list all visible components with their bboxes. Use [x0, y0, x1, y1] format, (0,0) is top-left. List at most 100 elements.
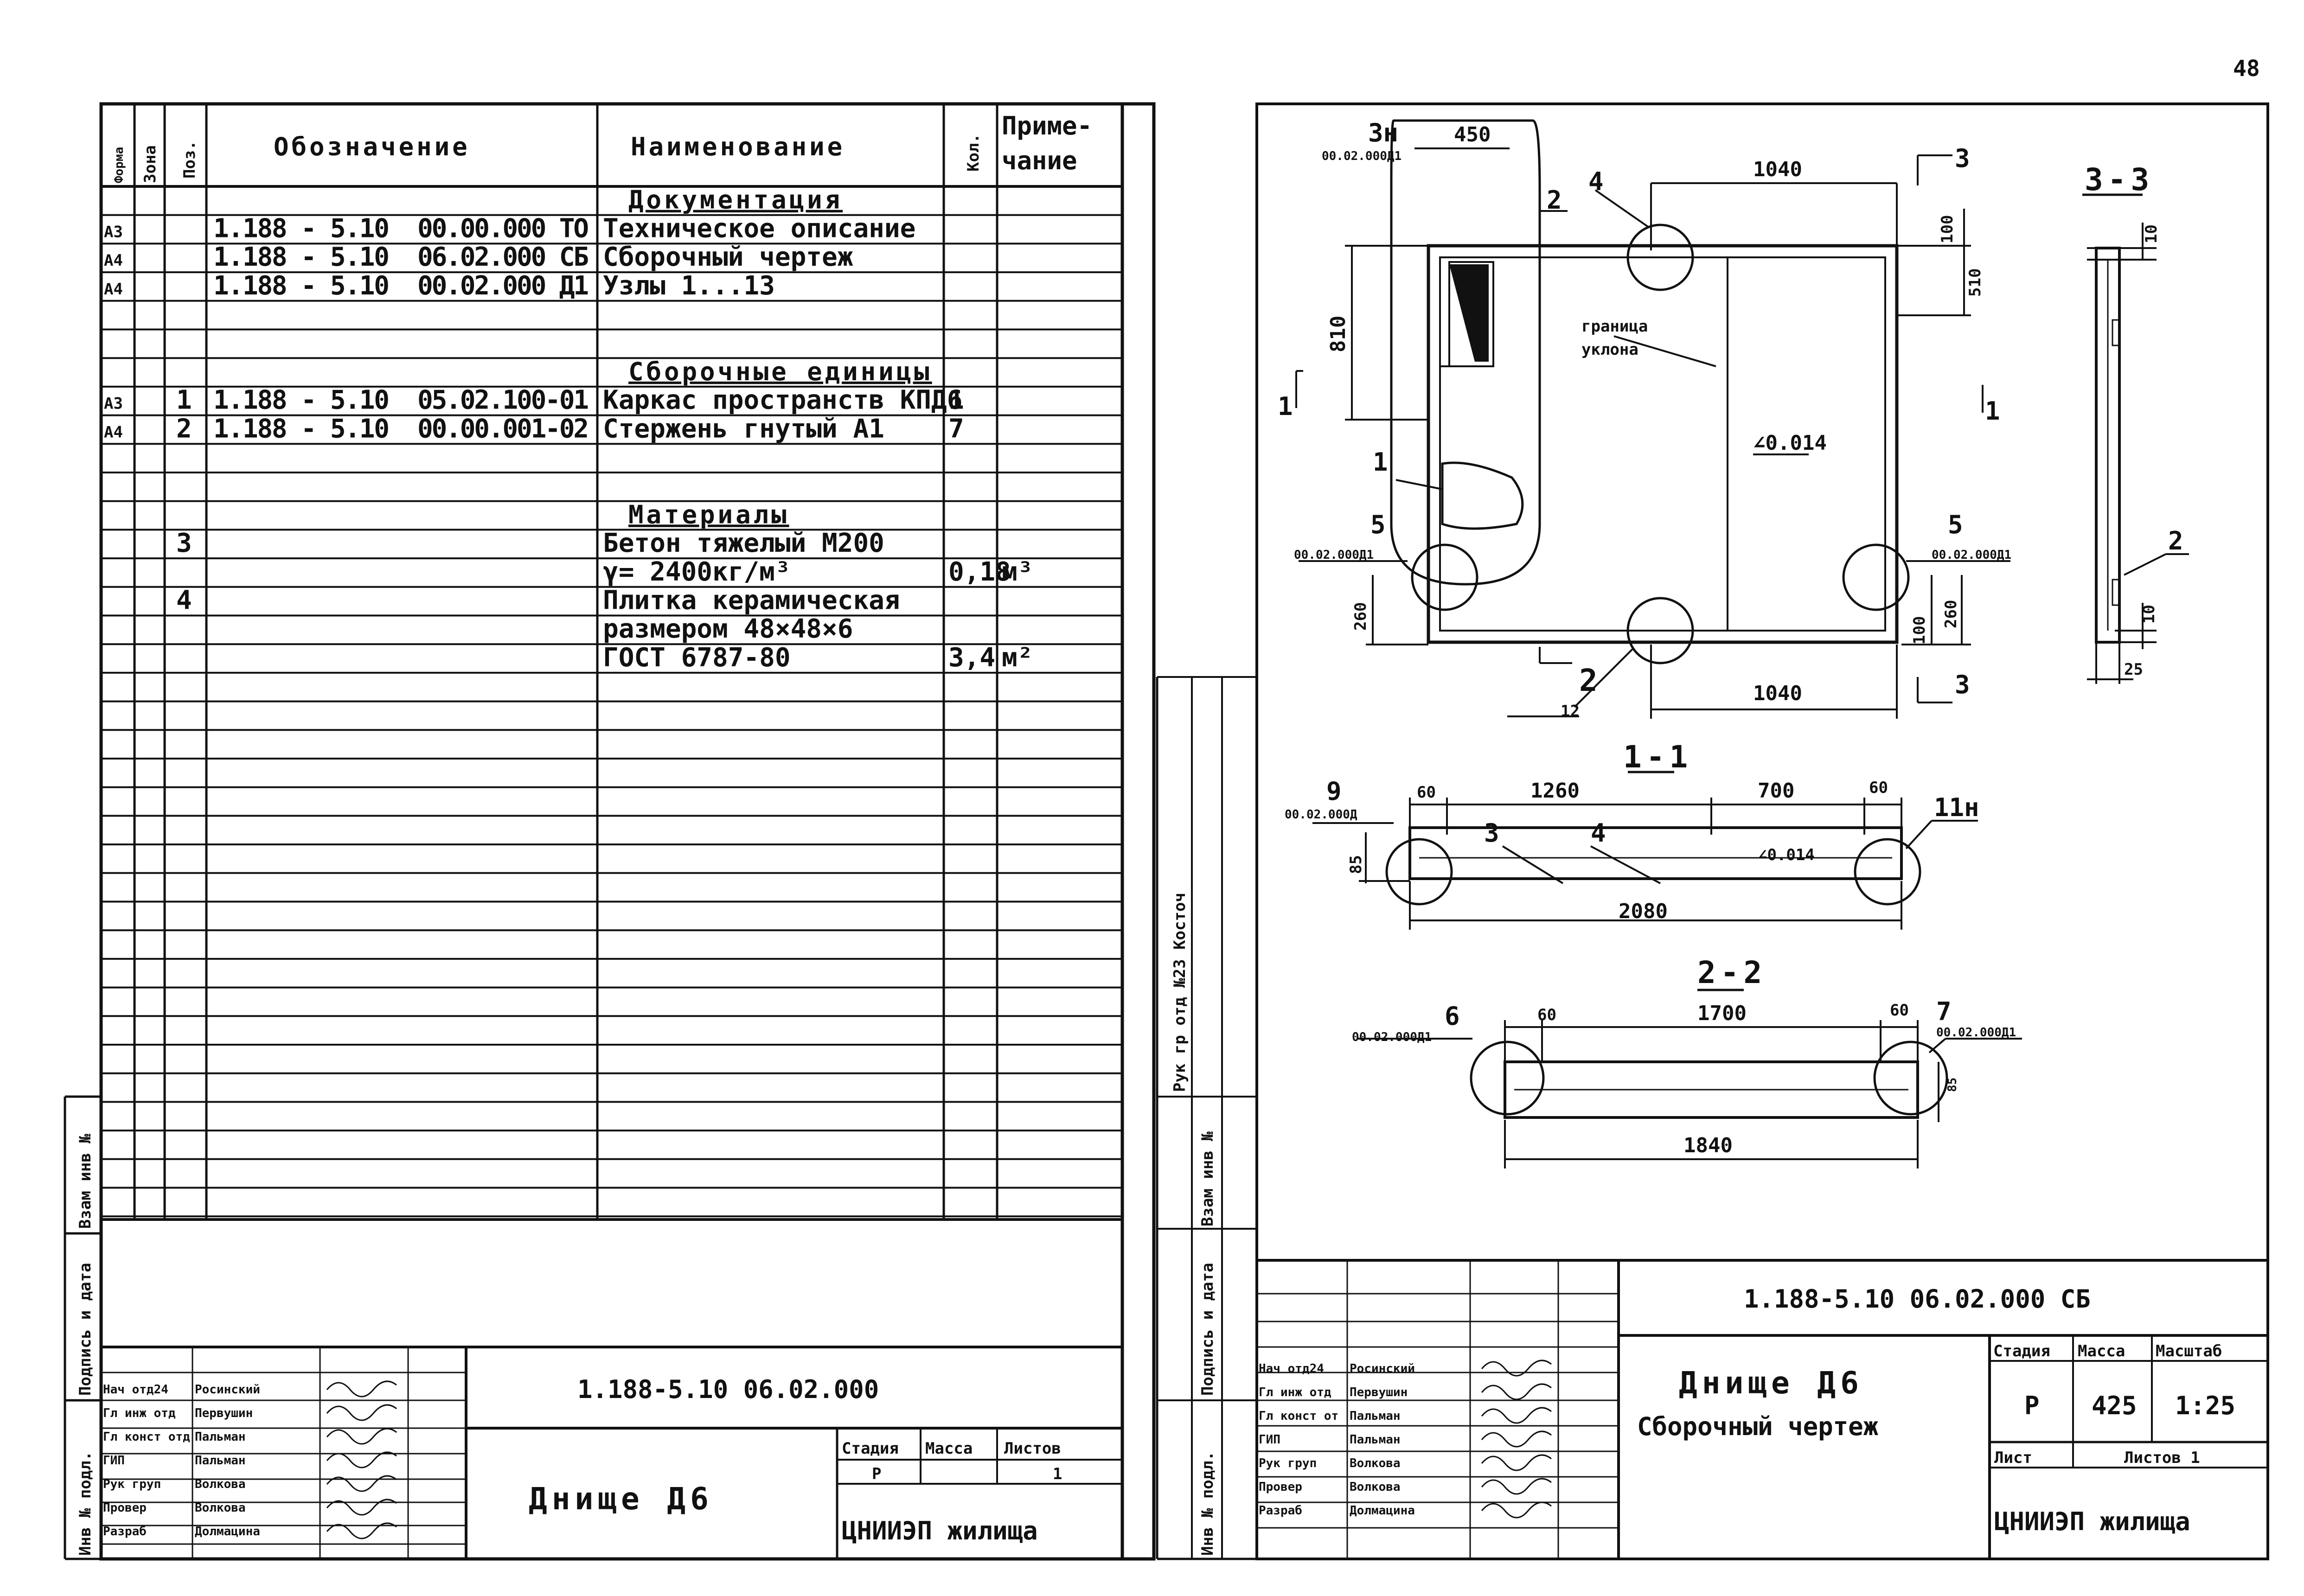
label-3h: 3н: [1368, 118, 1398, 147]
side-replace-inv-right: Взам инв №: [1198, 1131, 1217, 1226]
sec22-dim-85: 85: [1946, 1078, 1959, 1092]
side-ruk-label: Рук гр отд №23 Косточ: [1171, 893, 1189, 1092]
label-pos-4: 4: [1588, 167, 1604, 196]
sec11-slope: ∠0.014: [1758, 846, 1815, 864]
sec22-label-7: 7: [1936, 997, 1952, 1026]
spec-name-cell: Узлы 1...13: [603, 271, 775, 301]
spec-format-cell: А4: [104, 423, 123, 441]
label-pos-2-top: 2: [1547, 185, 1562, 215]
label-pos-5-left: 5: [1370, 510, 1386, 539]
dim-1040-bottom: 1040: [1753, 682, 1802, 705]
signature-scribble: [1481, 1478, 1552, 1495]
dim-450: 450: [1454, 123, 1491, 147]
spec-quantity-cell: 3,4: [948, 643, 995, 673]
signature-scribble: [326, 1428, 397, 1445]
spec-format-cell: А4: [104, 280, 123, 299]
spec-designation-code-cell: 00.00.001-02: [417, 414, 589, 444]
header-quantity: Кол.: [964, 134, 983, 172]
dim-510: 510: [1966, 268, 1984, 297]
spec-designation-cell: 1.188 - 5.10: [213, 271, 390, 301]
spec-quantity-cell: 7: [948, 414, 964, 444]
section-2-bottom: 2: [1579, 663, 1602, 698]
right-stamp-code: 1.188-5.10 06.02.000 СБ: [1744, 1284, 2091, 1314]
stamp-person-name: Пальман: [195, 1430, 246, 1444]
spec-note-cell: м²: [1002, 643, 1033, 673]
stamp-person-name: Долмацина: [195, 1525, 260, 1539]
spec-name-cell: Техническое описание: [603, 213, 915, 243]
sec11-label-11h: 11н: [1934, 793, 1979, 822]
spec-name-cell: Каркас пространств КПД6: [603, 385, 962, 415]
spec-designation-cell: 1.188 - 5.10: [213, 213, 390, 243]
section-3-top: 3: [1955, 144, 1970, 173]
ref-5-left: 00.02.000Д1: [1294, 548, 1374, 562]
dim-810: 810: [1326, 316, 1350, 352]
spec-name-cell: Сборочный чертеж: [603, 242, 853, 272]
left-stamp-stage: Р: [872, 1465, 881, 1483]
spec-position-cell: 2: [176, 414, 192, 444]
stamp-person-name: Волкова: [195, 1477, 246, 1491]
spec-designation-code-cell: 05.02.100-01: [417, 385, 589, 415]
sec11-dim-85: 85: [1347, 855, 1365, 874]
sec11-dim-60-left: 60: [1417, 783, 1436, 802]
section-2-2: [1357, 989, 2022, 1168]
sec22-dim-1840: 1840: [1683, 1134, 1733, 1157]
section-1-right: 1: [1985, 396, 2000, 426]
sec11-dim-700: 700: [1758, 779, 1794, 803]
stamp-person-name: Пальман: [1350, 1409, 1401, 1423]
spec-designation-cell: 1.188 - 5.10: [213, 414, 390, 444]
sec11-dim-2080: 2080: [1619, 900, 1668, 923]
signature-scribble: [1481, 1383, 1552, 1400]
spec-designation-code-cell: 06.02.000 СБ: [417, 242, 589, 272]
plan-view: [1295, 119, 2010, 719]
sec33-dim-10-bottom: 10: [2140, 605, 2158, 624]
right-stamp-scale: 1:25: [2175, 1391, 2235, 1420]
spec-format-cell: А3: [104, 395, 123, 413]
signature-scribble: [326, 1380, 397, 1398]
slope-border-line2: уклона: [1581, 340, 1638, 359]
spec-name-cell: Плитка керамическая: [603, 586, 900, 616]
sec33-dim-10-top: 10: [2142, 224, 2161, 243]
page-number: 48: [2233, 56, 2260, 82]
header-format: Форма: [112, 147, 126, 183]
dim-100-top: 100: [1938, 215, 1957, 243]
left-stamp-sheets-header: Листов: [1004, 1439, 1061, 1458]
spec-designation-code-cell: 00.00.000 ТО: [417, 213, 589, 243]
right-stamp-stage-header: Стадия: [1993, 1342, 2050, 1360]
table-row: Сборочные единицы: [628, 357, 929, 386]
slope-value: ∠0.014: [1753, 431, 1827, 455]
section-1-1: [1312, 771, 1978, 930]
stamp-role: Гл конст от: [1259, 1409, 1338, 1423]
right-stamp-subtitle: Сборочный чертеж: [1637, 1412, 1879, 1441]
section-3-3-title: 3-3: [2085, 162, 2154, 198]
section-3-bottom: 3: [1955, 670, 1970, 699]
header-note-line1: Приме-: [1002, 111, 1092, 140]
signature-scribble: [1481, 1360, 1552, 1377]
stamp-role: Нач отд24: [1259, 1362, 1324, 1376]
right-stamp-mass-header: Масса: [2078, 1342, 2125, 1360]
stamp-person-name: Первушин: [1350, 1385, 1408, 1399]
spec-quantity-cell: 0,18: [948, 557, 1011, 587]
right-stamp-stage: Р: [2024, 1391, 2040, 1420]
signature-scribble: [326, 1475, 397, 1492]
signature-scribble: [326, 1522, 397, 1539]
right-stamp-title: Днище Д6: [1679, 1365, 1863, 1401]
right-stamp-sheet-header: Лист: [1994, 1449, 2032, 1467]
left-stamp-sheets: 1: [1053, 1465, 1062, 1483]
left-stamp-title: Днище Д6: [529, 1481, 713, 1517]
right-stamp-sheets-header: Листов 1: [2124, 1449, 2200, 1467]
stamp-role: Разраб: [103, 1525, 147, 1539]
side-replace-inv: Взам инв №: [76, 1134, 95, 1229]
side-sign-date-right: Подпись и дата: [1198, 1263, 1217, 1396]
right-stamp-mass: 425: [2092, 1391, 2137, 1420]
dim-260-right: 260: [1942, 600, 1960, 628]
spec-note-cell: м³: [1002, 557, 1033, 587]
spec-name-cell: γ= 2400кг/м³: [603, 557, 791, 587]
sec33-dim-25: 25: [2124, 660, 2143, 679]
stamp-role: Рук груп: [1259, 1456, 1317, 1470]
side-inv-orig: Инв № подл.: [76, 1451, 95, 1556]
